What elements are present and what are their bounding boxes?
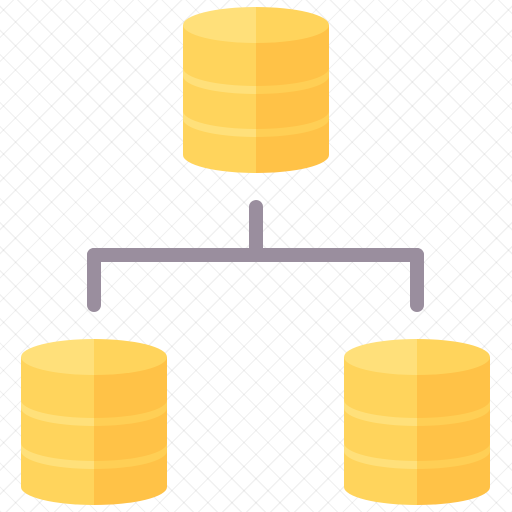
top-database-icon [183, 7, 329, 173]
connector-lines [87, 200, 424, 312]
bottom-left-database-icon [21, 339, 167, 505]
bottom-right-database-icon [344, 339, 490, 505]
